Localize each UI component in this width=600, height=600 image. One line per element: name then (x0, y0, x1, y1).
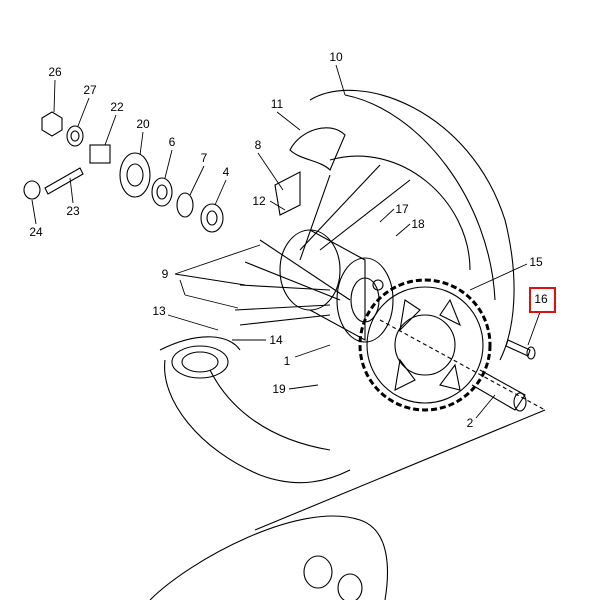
callout-12[interactable]: 12 (252, 194, 266, 208)
callout-6[interactable]: 6 (168, 135, 176, 149)
callout-14[interactable]: 14 (269, 333, 283, 347)
callout-18[interactable]: 18 (411, 217, 425, 231)
callout-4[interactable]: 4 (222, 165, 230, 179)
callout-20[interactable]: 20 (136, 117, 150, 131)
callout-17[interactable]: 17 (395, 202, 409, 216)
bolt-16 (505, 339, 536, 360)
leader-lines (31, 64, 541, 419)
callout-11[interactable]: 11 (270, 97, 284, 111)
callout-7[interactable]: 7 (200, 151, 208, 165)
spokes (234, 164, 411, 326)
callout-1[interactable]: 1 (283, 354, 291, 368)
callout-8[interactable]: 8 (254, 138, 262, 152)
left-side-parts (23, 111, 224, 233)
callout-9[interactable]: 9 (161, 267, 169, 281)
callout-27[interactable]: 27 (83, 83, 97, 97)
callout-15[interactable]: 15 (529, 255, 543, 269)
callout-24[interactable]: 24 (29, 225, 43, 239)
lower-partial-view (149, 409, 546, 600)
callout-23[interactable]: 23 (66, 204, 80, 218)
tube-valve (274, 127, 346, 216)
callout-10[interactable]: 10 (329, 50, 343, 64)
callout-19[interactable]: 19 (272, 382, 286, 396)
sprocket (358, 278, 492, 412)
rim (329, 155, 471, 271)
callout-26[interactable]: 26 (48, 65, 62, 79)
callout-16[interactable]: 16 (534, 292, 548, 306)
tire (159, 89, 515, 484)
callout-22[interactable]: 22 (110, 100, 124, 114)
callout-2[interactable]: 2 (466, 416, 474, 430)
callout-13[interactable]: 13 (152, 304, 166, 318)
hub (279, 229, 394, 343)
highlight-box-16 (529, 287, 556, 313)
